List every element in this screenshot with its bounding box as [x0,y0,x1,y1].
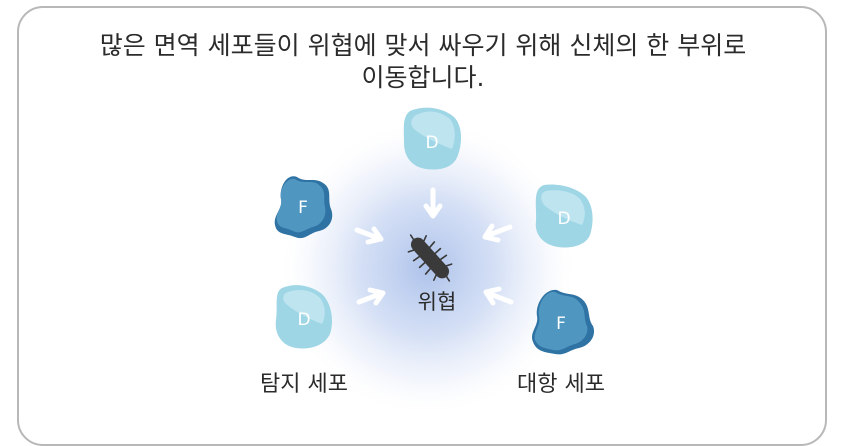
fighter-cell-top-left: F [274,176,333,239]
arrows-group [354,187,514,306]
arrow-left-up-icon [483,286,514,306]
title-line-1: 많은 면역 세포들이 위협에 맞서 싸우기 위해 신체의 한 부위로 [99,31,747,60]
bacterium-icon [407,234,453,282]
fighter-cell-bottom-right: F [532,289,595,355]
arrow-right-up-icon [356,287,386,306]
detector-cell-right: D [535,184,593,248]
detector-cell-right-letter: D [557,209,570,229]
arrow-left-down-icon [482,223,513,243]
title-line-2: 이동합니다. [361,63,485,92]
immune-response-diagram: 위협 D D F D F 탐지 세포 대항 세포 [260,107,605,418]
arrow-right-down-icon [354,226,384,245]
detector-legend-label: 탐지 세포 [260,372,348,397]
fighter-legend-label: 대항 세포 [517,372,605,397]
description-title: 많은 면역 세포들이 위협에 맞서 싸우기 위해 신체의 한 부위로 이동합니다… [20,30,826,94]
detector-cell-top-letter: D [425,133,438,153]
fighter-cell-top-left-letter: F [298,198,308,218]
arrow-down-icon [423,187,443,219]
fighter-cell-bottom-right-letter: F [556,314,566,334]
threat-label: 위협 [418,290,457,314]
detector-cell-top: D [403,107,462,170]
detector-cell-bottom-left: D [275,285,332,349]
threat-glow-area [278,118,578,418]
detector-cell-bottom-left-letter: D [297,310,310,330]
